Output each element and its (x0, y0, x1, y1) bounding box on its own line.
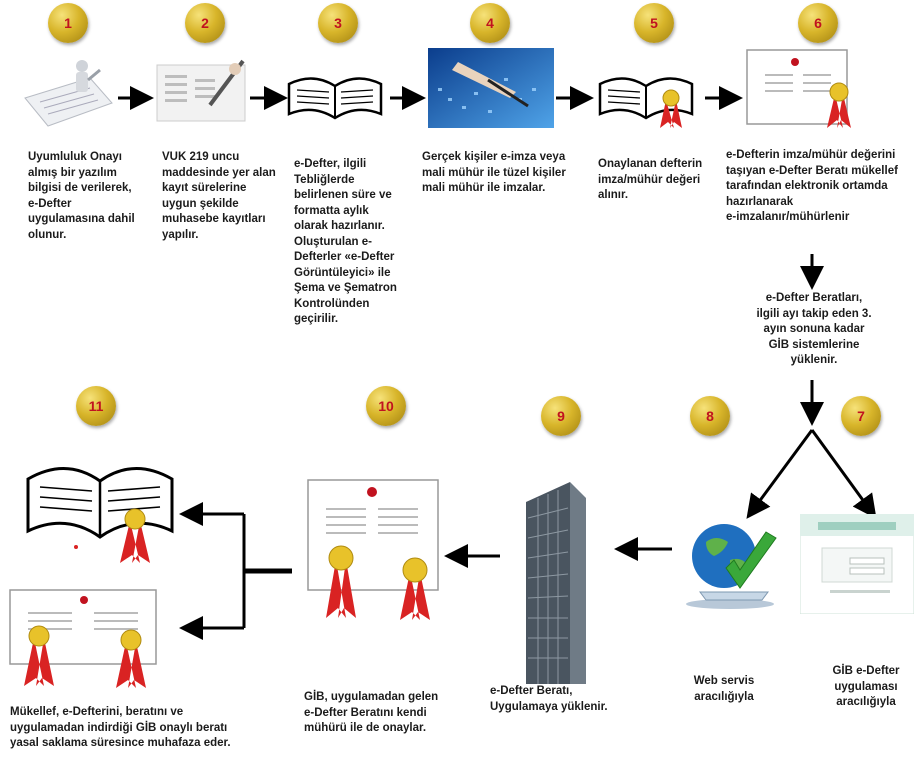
step-9-text: e-Defter Beratı, Uygulamaya yüklenir. (490, 684, 640, 715)
step-badge-3: 3 (318, 3, 358, 43)
archived-book-icon (26, 467, 174, 563)
step-6b-line: yüklenir. (790, 354, 838, 366)
step-6b-line: ilgili ayı takip eden 3. (756, 307, 872, 320)
step-1-line: e-Defter (28, 197, 72, 210)
step-4-text: Gerçek kişiler e-imza veya mali mühür il… (422, 150, 597, 197)
step-2-line: yapılır. (162, 228, 199, 241)
step-7-line: uygulaması (834, 680, 898, 693)
step-2-line: VUK 219 uncu (162, 151, 240, 163)
step-7-text: GİB e-Defter uygulaması aracılığıyla (818, 664, 914, 711)
step-5-line: imza/mühür değeri (598, 173, 701, 186)
gib-portal-icon (800, 514, 914, 614)
sealed-book-icon (598, 77, 694, 128)
step-3-line: Oluşturulan e- (294, 235, 372, 248)
step-3-line: geçirilir. (294, 313, 339, 325)
certificate-icon (746, 49, 851, 128)
step-badge-4: 4 (470, 3, 510, 43)
archived-certificate-icon (9, 589, 157, 688)
step-3-line: belirlenen süre ve (294, 189, 392, 201)
document-user-icon (24, 60, 113, 127)
step-3-text: e-Defter, ilgili Tebliğlerde belirlenen … (294, 157, 419, 328)
step-3-line: formatta aylık (294, 204, 369, 217)
step-badge-7: 7 (841, 396, 881, 436)
step-badge-2: 2 (185, 3, 225, 43)
digital-signature-icon (428, 48, 554, 128)
step-6-line: e-imzalanır/mühürlenir (726, 211, 850, 223)
step-badge-6: 6 (798, 3, 838, 43)
step-5-text: Onaylanan defterin imza/mühür değeri alı… (598, 157, 723, 204)
step-2-line: maddesinde yer alan (162, 166, 276, 179)
step-10-text: GİB, uygulamadan gelen e-Defter Beratını… (304, 690, 474, 737)
step-6b-line: GİB sistemlerine (768, 338, 860, 351)
step-4-line: mali mühür ile tüzel kişiler (422, 166, 566, 179)
step-2-line: muhasebe kayıtları (162, 213, 266, 225)
step-8-line: Web servis (693, 675, 755, 687)
open-book-icon (287, 77, 383, 120)
step-badge-9: 9 (541, 396, 581, 436)
step-7-line: GİB e-Defter (832, 665, 900, 677)
step-2-text: VUK 219 uncu maddesinde yer alan kayıt s… (162, 150, 287, 243)
step-9-line: e-Defter Beratı, (490, 685, 573, 697)
step-badge-8: 8 (690, 396, 730, 436)
step-1-line: olunur. (28, 228, 67, 241)
step-4-line: Gerçek kişiler e-imza veya (422, 151, 566, 163)
step-8-line: aracılığıyla (694, 690, 754, 703)
step-badge-11: 11 (76, 386, 116, 426)
arrow-to-8 (746, 429, 814, 519)
step-6b-line: e-Defter Beratları, (765, 292, 863, 304)
step-6b-line: ayın sonuna kadar (763, 323, 865, 335)
step-6-line: tarafından elektronik ortamda (726, 180, 888, 192)
step-6-line: e-Defterin imza/mühür değerini (726, 149, 896, 161)
step-10-line: e-Defter Beratını kendi (304, 706, 427, 719)
step-4-line: mali mühür ile imzalar. (422, 182, 546, 194)
step-2-line: kayıt sürelerine (162, 182, 247, 194)
step-3-line: olarak hazırlanır. (294, 220, 385, 232)
step-1-line: Uyumluluk Onayı (28, 151, 122, 163)
step-1-line: uygulamasına dahil (28, 213, 135, 225)
globe-check-icon (686, 524, 777, 609)
step-3-line: Şema ve Şematron (294, 282, 397, 294)
step-3-line: Tebliğlerde (294, 173, 355, 186)
step-badge-5: 5 (634, 3, 674, 43)
approved-certificate-icon (307, 479, 439, 620)
step-2-line: uygun şekilde (162, 197, 239, 210)
step-1-text: Uyumluluk Onayı almış bir yazılım bilgis… (28, 150, 148, 243)
step-3-line: Görüntüleyici» ile (294, 266, 391, 279)
step-11-line: Mükellef, e-Defterini, beratını ve (10, 706, 184, 718)
step-9-line: Uygulamaya yüklenir. (490, 700, 608, 713)
step-5-line: Onaylanan defterin (598, 158, 703, 170)
step-6-line: taşıyan e-Defter Beratı mükellef (726, 164, 898, 177)
pen-writing-icon (156, 59, 246, 122)
step-10-line: GİB, uygulamadan gelen (304, 691, 439, 703)
building-icon (526, 482, 586, 684)
step-11-line: uygulamadan indirdiği GİB onaylı beratı (10, 721, 228, 734)
step-badge-10: 10 (366, 386, 406, 426)
step-11-text: Mükellef, e-Defterini, beratını ve uygul… (10, 705, 280, 752)
arrow-to-7 (810, 429, 877, 519)
step-1-line: bilgisi de verilerek, (28, 182, 132, 194)
step-3-line: Defterler «e-Defter (294, 251, 395, 263)
step-6-text: e-Defterin imza/mühür değerini taşıyan e… (726, 148, 914, 226)
step-10-line: mühürü ile de onaylar. (304, 722, 427, 734)
step-3-line: Kontrolünden (294, 297, 370, 310)
step-badge-1: 1 (48, 3, 88, 43)
step-11-line: yasal saklama süresince muhafaza eder. (10, 737, 231, 749)
step-6-line: hazırlanarak (726, 195, 794, 208)
step-3-line: e-Defter, ilgili (294, 158, 367, 170)
step-8-text: Web servis aracılığıyla (676, 674, 772, 705)
step-7-line: aracılığıyla (836, 696, 896, 708)
step-5-line: alınır. (598, 189, 629, 201)
step-1-line: almış bir yazılım (28, 166, 117, 179)
step-6b-text: e-Defter Beratları, ilgili ayı takip ede… (738, 291, 890, 369)
